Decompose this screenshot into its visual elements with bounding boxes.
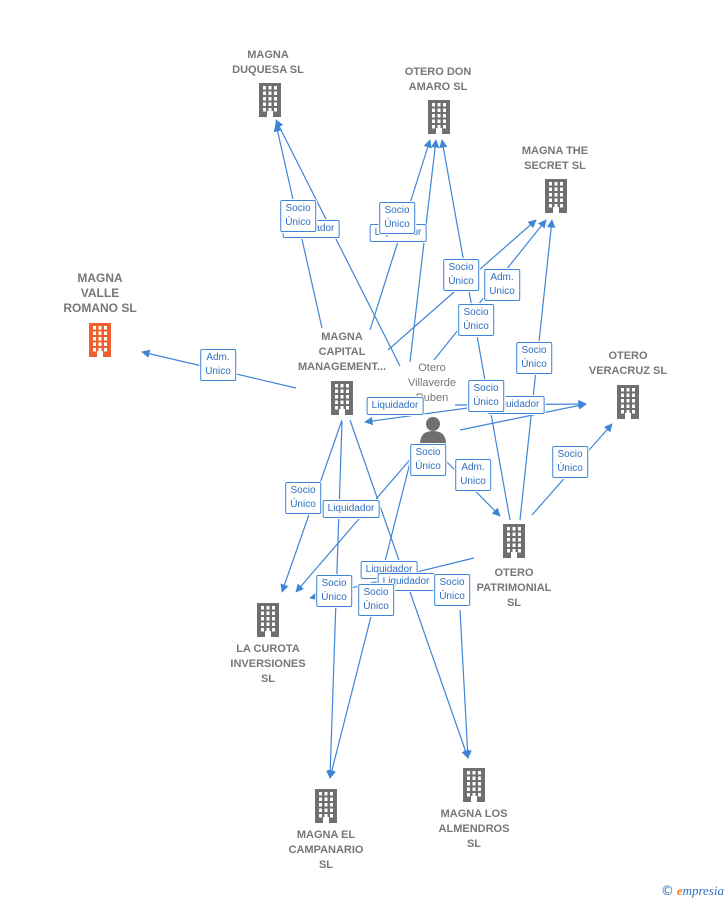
building-icon-veracruz[interactable] [617,385,639,419]
node-label-otero-don-amaro[interactable]: OTERO DON AMARO SL [404,66,472,93]
relation-label: Socio Único [552,446,588,478]
node-label-otero-ruben[interactable]: Otero Villaverde Ruben [407,362,457,404]
person-icon-otero-ruben[interactable] [420,417,446,444]
relation-label: Socio Único [316,575,352,607]
building-icon-campanario[interactable] [315,789,337,823]
relation-edge-8 [409,139,440,363]
relation-edge-14 [295,447,421,593]
relation-label: Adm. Unico [455,459,491,491]
relation-label: Socio Único [516,342,552,374]
node-label-duquesa[interactable]: MAGNA DUQUESA SL [232,49,304,76]
building-icon-duquesa[interactable] [259,83,281,117]
relation-edge-19 [327,454,413,779]
relation-label: Socio Único [434,574,470,606]
relation-label: Socio Único [358,584,394,616]
relation-label: Socio Único [468,380,504,412]
relation-label: Socio Único [285,482,321,514]
relation-label: Socio Único [410,444,446,476]
relation-label: Socio Único [443,259,479,291]
node-label-curota[interactable]: LA CUROTA INVERSIONES SL [230,643,306,685]
relation-label: Liquidador [322,500,380,518]
relation-edge-10 [459,401,587,431]
relation-label: Socio Único [379,202,415,234]
node-label-patrimonial[interactable]: OTERO PATRIMONIAL SL [476,567,552,609]
node-label-capital[interactable]: MAGNA CAPITAL MANAGEMENT... [298,331,386,373]
building-icon-the-secret[interactable] [545,179,567,213]
building-icon-valle-romano[interactable] [89,323,111,357]
building-icon-almendros[interactable] [463,768,485,802]
building-icon-patrimonial[interactable] [503,524,525,558]
relation-edge-20 [459,609,472,759]
relation-edge-7 [275,119,401,367]
node-label-almendros[interactable]: MAGNA LOS ALMENDROS SL [438,808,510,850]
relation-label: Adm. Unico [484,269,520,301]
copyright-icon: © [660,884,674,899]
relation-label: Liquidador [366,397,424,415]
node-label-veracruz[interactable]: OTERO VERACRUZ SL [588,350,668,377]
building-icon-otero-don-amaro[interactable] [428,100,450,134]
relation-label: Socio Único [458,304,494,336]
building-icon-curota[interactable] [257,603,279,637]
node-label-the-secret[interactable]: MAGNA THE SECRET SL [521,145,589,172]
building-icon-capital[interactable] [331,381,353,415]
node-label-campanario[interactable]: MAGNA EL CAMPANARIO SL [288,829,364,871]
empresia-watermark: ©empresia [660,883,724,899]
node-label-valle-romano[interactable]: MAGNA VALLE ROMANO SL [63,271,137,315]
relation-label: Socio Único [280,200,316,232]
relation-label: Adm. Unico [200,349,236,381]
